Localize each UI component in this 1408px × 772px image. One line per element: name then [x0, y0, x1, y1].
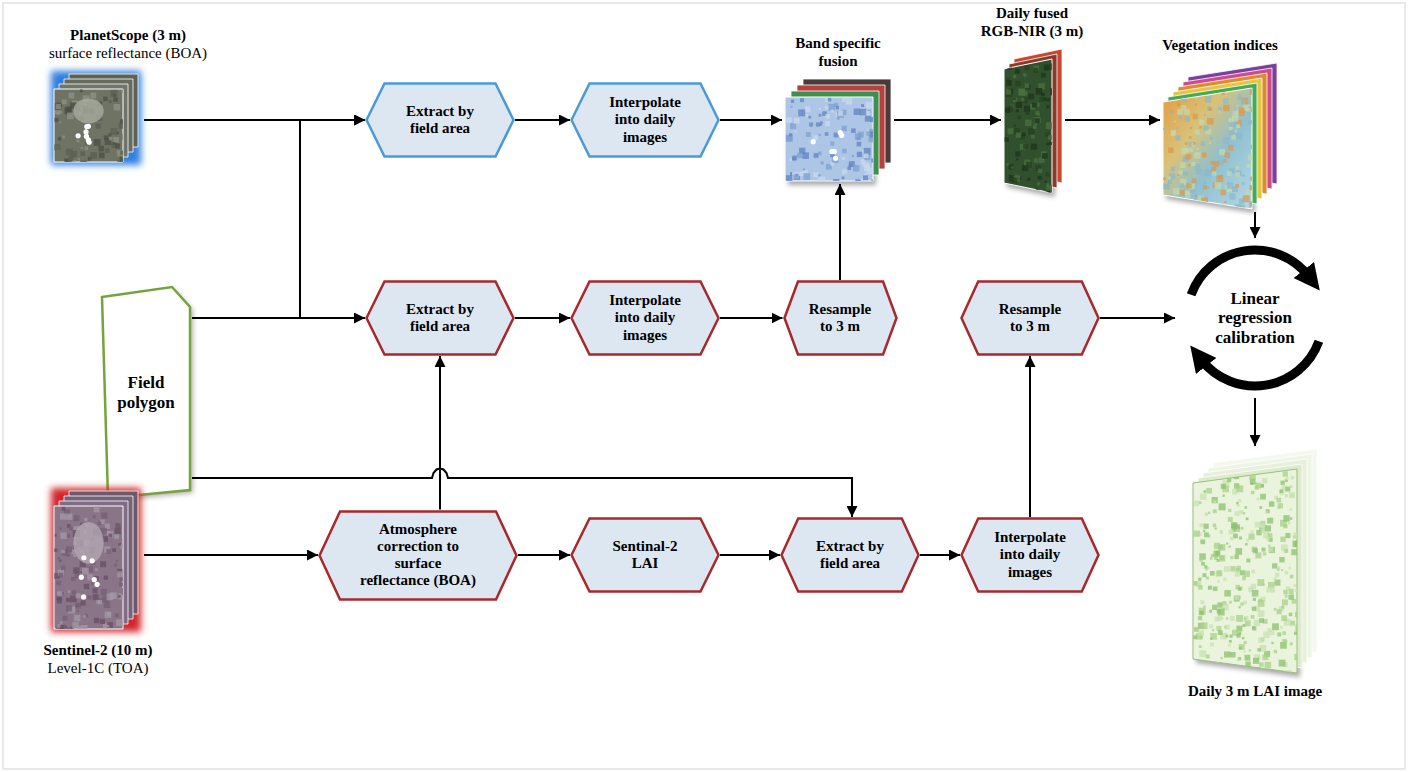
image-stack: Daily fused RGB-NIR (3 m) [978, 4, 1086, 196]
image-stack-picture [782, 76, 894, 184]
satellite-image: PlanetScope (3 m)surface reflectance (BO… [28, 26, 228, 168]
node-label: Field polygon [110, 373, 182, 412]
node-label: Atmosphere correction to surface reflect… [359, 521, 478, 590]
node-label: PlanetScope (3 m) [28, 26, 228, 44]
node-label: Extract by field area [395, 301, 485, 336]
image-illustration [1004, 49, 1062, 198]
node-label: Resample to 3 m [993, 301, 1068, 336]
glow-edge [51, 488, 141, 632]
process-hexagon: Extract by field area [780, 517, 920, 593]
node-sublabel: Level-1C (TOA) [28, 659, 168, 677]
flow-arrow [192, 469, 852, 518]
flow-arrow [515, 317, 570, 319]
image-layer [1004, 59, 1052, 193]
hexagon-shape [572, 84, 719, 157]
node-label: Interpolate into daily images [600, 292, 690, 344]
node-label: Sentinel-2 (10 m) [28, 641, 168, 659]
frame-border [3, 3, 1405, 769]
image-illustration [51, 488, 141, 634]
hexagon-shape [962, 519, 1099, 592]
hexagon-shape [782, 519, 919, 592]
flow-arrow [720, 119, 782, 121]
hexagon-shape [784, 282, 896, 355]
image-illustration [785, 79, 891, 187]
process-hexagon: Interpolate into daily images [570, 82, 720, 158]
image-texture [786, 97, 879, 186]
polygon-shape [102, 287, 190, 498]
hexagon-shape [572, 519, 719, 592]
satellite-image: Sentinel-2 (10 m)Level-1C (TOA) [28, 485, 168, 677]
flow-arrow [144, 554, 318, 556]
flow-arrow [518, 554, 570, 556]
process-hexagon: Extract by field area [365, 82, 515, 158]
node-label: Extract by field area [805, 538, 895, 573]
image-stack-picture [1190, 446, 1320, 676]
glow-edge [51, 71, 141, 165]
flow-arrow [192, 120, 365, 318]
cycle-arc [1201, 341, 1318, 386]
flow-arrow [192, 317, 365, 319]
process-hexagon: Sentinal-2 LAI [570, 517, 720, 593]
node-sublabel: surface reflectance (BOA) [28, 44, 228, 62]
flow-arrow [1065, 119, 1160, 121]
node-label: Interpolate into daily images [985, 529, 1075, 581]
flow-arrow [920, 554, 960, 556]
process-hexagon: Atmosphere correction to surface reflect… [318, 510, 518, 601]
flow-arrow [1100, 317, 1175, 319]
calibration-cycle: Linear regression calibration [1175, 238, 1335, 398]
flow-arrow [894, 119, 1001, 121]
image-stack-picture [48, 68, 144, 168]
hexagon-shape [962, 282, 1099, 355]
flow-arrow [1254, 398, 1256, 446]
process-hexagon: Resample to 3 m [960, 280, 1100, 356]
flow-arrow [720, 317, 783, 319]
process-hexagon: Interpolate into daily images [570, 280, 720, 356]
process-hexagon: Extract by field area [365, 280, 515, 356]
image-illustration [1163, 63, 1277, 213]
node-label: Sentinal-2 LAI [600, 538, 690, 573]
image-stack: Vegetation indices [1150, 36, 1290, 212]
flow-arrow [1254, 212, 1256, 238]
image-illustration [51, 71, 141, 169]
cycle-arc [1191, 250, 1308, 295]
image-texture [1193, 471, 1302, 678]
image-layer [785, 97, 873, 181]
image-texture [1163, 88, 1256, 212]
image-stack: Daily 3 m LAI image [1170, 446, 1340, 700]
node-label: Vegetation indices [1150, 36, 1290, 54]
image-texture [54, 506, 129, 634]
image-texture [1005, 64, 1057, 199]
flow-arrow [720, 554, 780, 556]
image-illustration [1193, 449, 1317, 678]
image-texture [54, 89, 128, 168]
image-stack: Band specific fusion [778, 34, 898, 184]
flow-arrow [1029, 356, 1031, 517]
image-stack-picture [1001, 46, 1065, 196]
node-label: Band specific fusion [778, 34, 898, 70]
image-layer [54, 506, 123, 629]
node-label: Daily 3 m LAI image [1170, 682, 1340, 700]
hexagon-shape [572, 282, 719, 355]
hexagon-shape [367, 84, 514, 157]
image-layer [1193, 469, 1297, 673]
node-label: Resample to 3 m [803, 301, 878, 336]
node-label: Linear regression calibration [1205, 289, 1305, 348]
image-stack-picture [48, 485, 144, 635]
node-label: Interpolate into daily images [600, 94, 690, 146]
node-label: Daily fused RGB-NIR (3 m) [978, 4, 1086, 40]
process-hexagon: Resample to 3 m [783, 280, 898, 356]
image-layer [54, 89, 123, 162]
flow-arrow [839, 184, 841, 280]
field-polygon: Field polygon [100, 285, 192, 500]
image-layer [1163, 88, 1252, 209]
node-label: Extract by field area [395, 103, 485, 138]
hexagon-shape [367, 282, 514, 355]
process-hexagon: Interpolate into daily images [960, 517, 1100, 593]
image-stack-picture [1160, 60, 1280, 212]
flow-arrow [439, 356, 441, 510]
hexagon-shape [320, 511, 517, 599]
flow-arrow [515, 119, 570, 121]
